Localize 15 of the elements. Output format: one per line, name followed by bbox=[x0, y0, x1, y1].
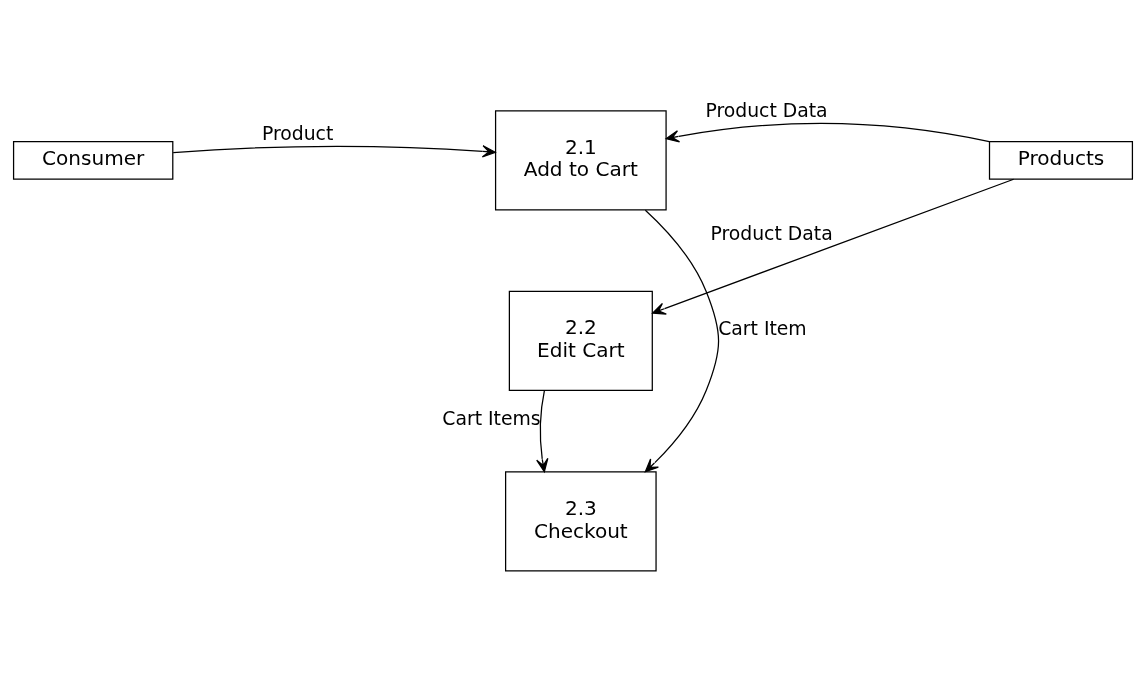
edge-label: Cart Item bbox=[718, 317, 807, 339]
node-box: 2.2 Edit Cart bbox=[508, 290, 653, 392]
edge-label: Product bbox=[261, 123, 334, 145]
arrow bbox=[665, 122, 990, 143]
edge-label: Product Data bbox=[710, 222, 833, 244]
node-box: 2.3 Checkout bbox=[505, 471, 657, 572]
edge-label: Cart Items bbox=[442, 408, 541, 430]
node-box: Consumer bbox=[12, 141, 174, 180]
node-box: 2.1 Add to Cart bbox=[494, 110, 667, 211]
arrow bbox=[644, 209, 720, 473]
arrow bbox=[651, 178, 1015, 315]
arrow bbox=[536, 390, 549, 473]
arrow bbox=[172, 145, 496, 158]
edge-label: Product Data bbox=[705, 100, 828, 122]
node-box: Products bbox=[988, 141, 1134, 180]
